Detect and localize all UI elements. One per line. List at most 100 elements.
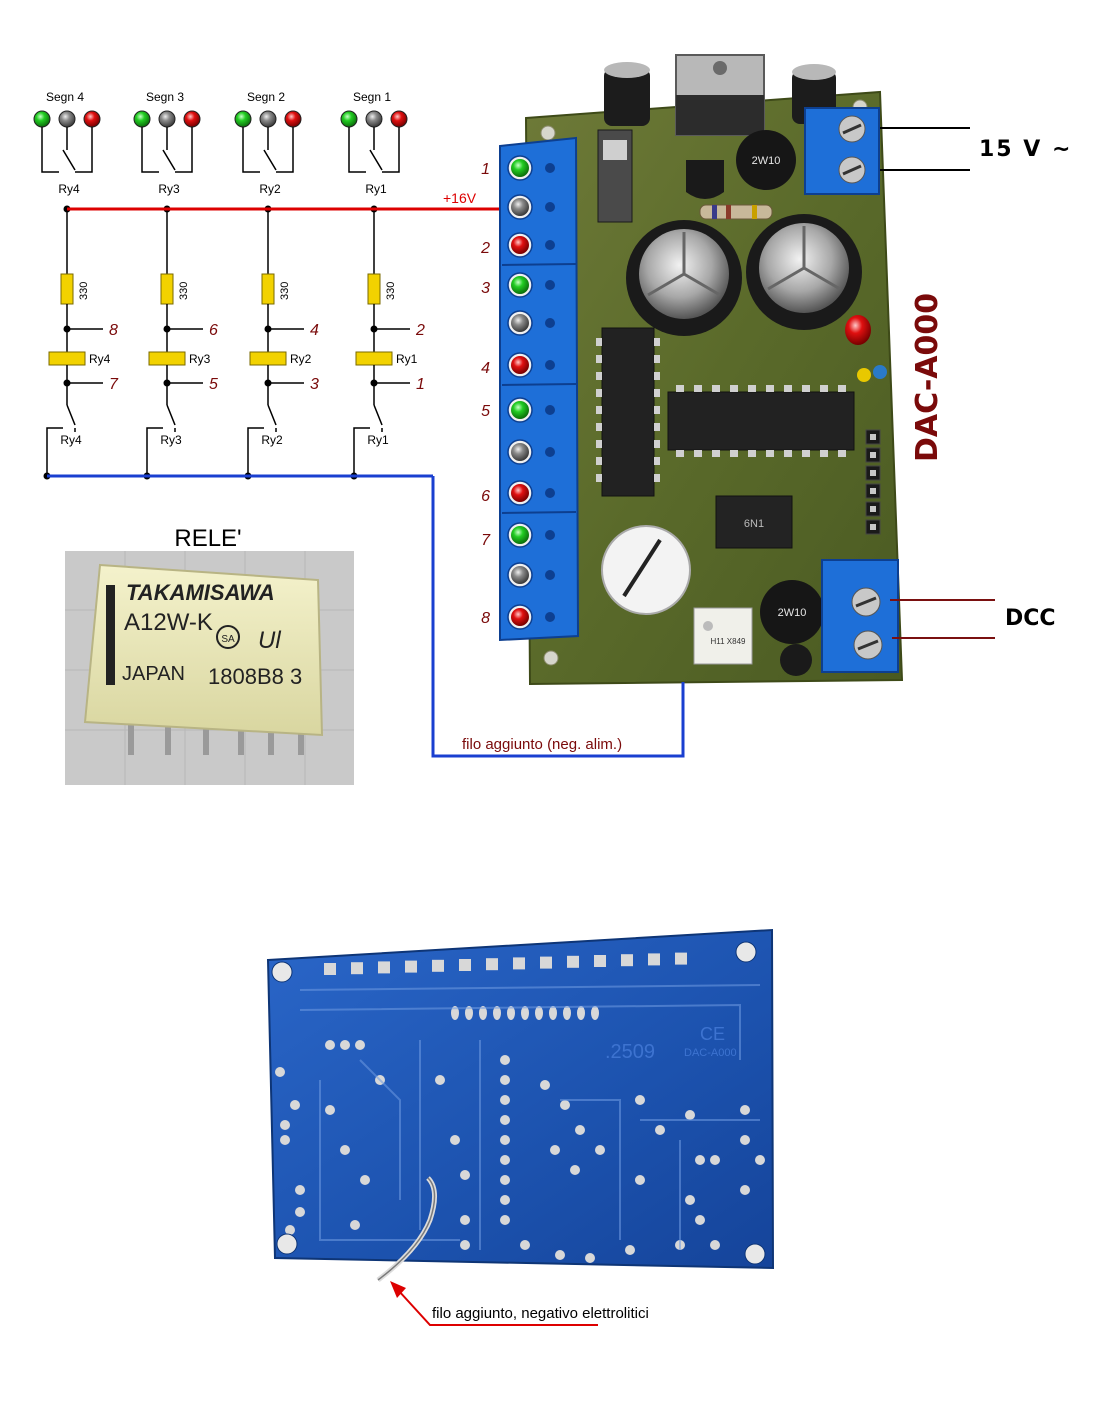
solder-pad bbox=[350, 1220, 360, 1230]
mounting-hole bbox=[543, 650, 559, 666]
relay-contact-label: Ry3 bbox=[158, 182, 180, 196]
solder-pad bbox=[340, 1145, 350, 1155]
solder-pad bbox=[500, 1115, 510, 1125]
solder-pad bbox=[500, 1155, 510, 1165]
solder-pad bbox=[378, 961, 390, 974]
solder-pad bbox=[575, 1125, 585, 1135]
pcb-hole bbox=[271, 961, 293, 983]
relay-cert-2: Ul bbox=[258, 627, 281, 654]
relay-model: A12W-K bbox=[124, 609, 213, 636]
terminal-screw-slot bbox=[545, 612, 555, 622]
solder-pad bbox=[740, 1135, 750, 1145]
mounting-hole bbox=[540, 125, 556, 141]
solder-pad bbox=[635, 1095, 645, 1105]
signal-label: Segn 4 bbox=[46, 90, 84, 104]
relay-coil-label: Ry3 bbox=[189, 352, 211, 366]
terminal-led bbox=[511, 566, 529, 584]
ic-vertical bbox=[596, 327, 660, 497]
relay-photo: RELE' TAKAMISAWA A12W-K SA Ul JAPAN 1808… bbox=[65, 525, 354, 785]
solder-pad bbox=[500, 1195, 510, 1205]
terminal-led bbox=[511, 198, 529, 216]
signal-label: Segn 2 bbox=[247, 90, 285, 104]
relay-coil bbox=[249, 351, 287, 366]
signal-lamp bbox=[390, 110, 408, 128]
terminal-screw-slot bbox=[545, 202, 555, 212]
relay-coil-label: Ry1 bbox=[396, 352, 418, 366]
solder-pad bbox=[635, 1175, 645, 1185]
signal-lamp bbox=[284, 110, 302, 128]
terminal-led bbox=[511, 443, 529, 461]
solder-pad bbox=[621, 954, 633, 967]
solder-pad bbox=[567, 955, 579, 968]
solder-pad bbox=[513, 957, 525, 970]
signal-lamp bbox=[58, 110, 76, 128]
relay-coil bbox=[355, 351, 393, 366]
terminal-number: 4 bbox=[481, 360, 490, 377]
output-number: 2 bbox=[415, 322, 425, 339]
solder-pad bbox=[500, 1135, 510, 1145]
solder-pad bbox=[695, 1215, 705, 1225]
relay-contact-label: Ry2 bbox=[259, 182, 281, 196]
terminal-screw-slot bbox=[545, 447, 555, 457]
dcc-label: DCC bbox=[1005, 606, 1056, 631]
solder-pad bbox=[755, 1155, 765, 1165]
solder-pad bbox=[540, 956, 552, 969]
resistor bbox=[160, 273, 174, 305]
solder-pad bbox=[280, 1120, 290, 1130]
relay-switch-label: Ry4 bbox=[60, 433, 82, 447]
relay-switch bbox=[66, 404, 76, 426]
relay-body bbox=[83, 563, 324, 737]
added-wire bbox=[431, 476, 685, 758]
terminal-number: 5 bbox=[481, 403, 490, 420]
terminal-screw-slot bbox=[545, 405, 555, 415]
resistor-value: 330 bbox=[279, 282, 291, 300]
note-arrow-head bbox=[390, 1281, 406, 1298]
relay-coil-label: Ry4 bbox=[89, 352, 111, 366]
terminal-led bbox=[511, 401, 529, 419]
pcb-hole bbox=[276, 1233, 298, 1255]
terminal-number: 6 bbox=[481, 488, 490, 505]
bridge-rectifier-top: 2W10 bbox=[736, 130, 796, 190]
terminal-led bbox=[511, 314, 529, 332]
optocoupler-marking: H11 X849 bbox=[711, 637, 747, 646]
solder-pad bbox=[740, 1105, 750, 1115]
signal-lamp bbox=[83, 110, 101, 128]
resistor-value: 330 bbox=[385, 282, 397, 300]
solder-pad bbox=[325, 1040, 335, 1050]
note-arrow-line bbox=[397, 1289, 598, 1326]
relay-photo-title: RELE' bbox=[174, 525, 241, 552]
resistor bbox=[261, 273, 275, 305]
solder-pad bbox=[459, 959, 471, 971]
solder-pad bbox=[520, 1240, 530, 1250]
terminal-screw-slot bbox=[545, 280, 555, 290]
lamp-wire bbox=[276, 127, 294, 173]
lamp-wire bbox=[348, 127, 366, 173]
terminal-screw-slot bbox=[545, 570, 555, 580]
pcb-hole bbox=[735, 941, 757, 963]
relay-switch-label: Ry3 bbox=[160, 433, 182, 447]
solder-pad bbox=[740, 1185, 750, 1195]
solder-pad bbox=[460, 1170, 470, 1180]
pcb-ce-mark: CE bbox=[700, 1024, 725, 1044]
solder-pad bbox=[355, 1040, 365, 1050]
solder-pad bbox=[685, 1110, 695, 1120]
solder-pad bbox=[625, 1245, 635, 1255]
solder-pad bbox=[594, 955, 606, 967]
pcb-traces bbox=[299, 984, 761, 1250]
solder-pad bbox=[585, 1253, 595, 1263]
terminal-number: 8 bbox=[481, 610, 490, 627]
solder-pad bbox=[710, 1155, 720, 1165]
underside-note: filo aggiunto, negativo elettrolitici bbox=[432, 1305, 649, 1322]
solder-pad bbox=[285, 1225, 295, 1235]
solder-pad bbox=[295, 1185, 305, 1195]
solder-pad bbox=[648, 953, 660, 966]
voltage-regulator bbox=[597, 54, 765, 223]
pcb-hole bbox=[744, 1243, 766, 1265]
solder-pad bbox=[324, 963, 336, 975]
output-number: 8 bbox=[109, 322, 118, 339]
changeover-contact bbox=[369, 149, 383, 171]
solder-pad bbox=[280, 1135, 290, 1145]
terminal-number: 2 bbox=[480, 240, 490, 257]
